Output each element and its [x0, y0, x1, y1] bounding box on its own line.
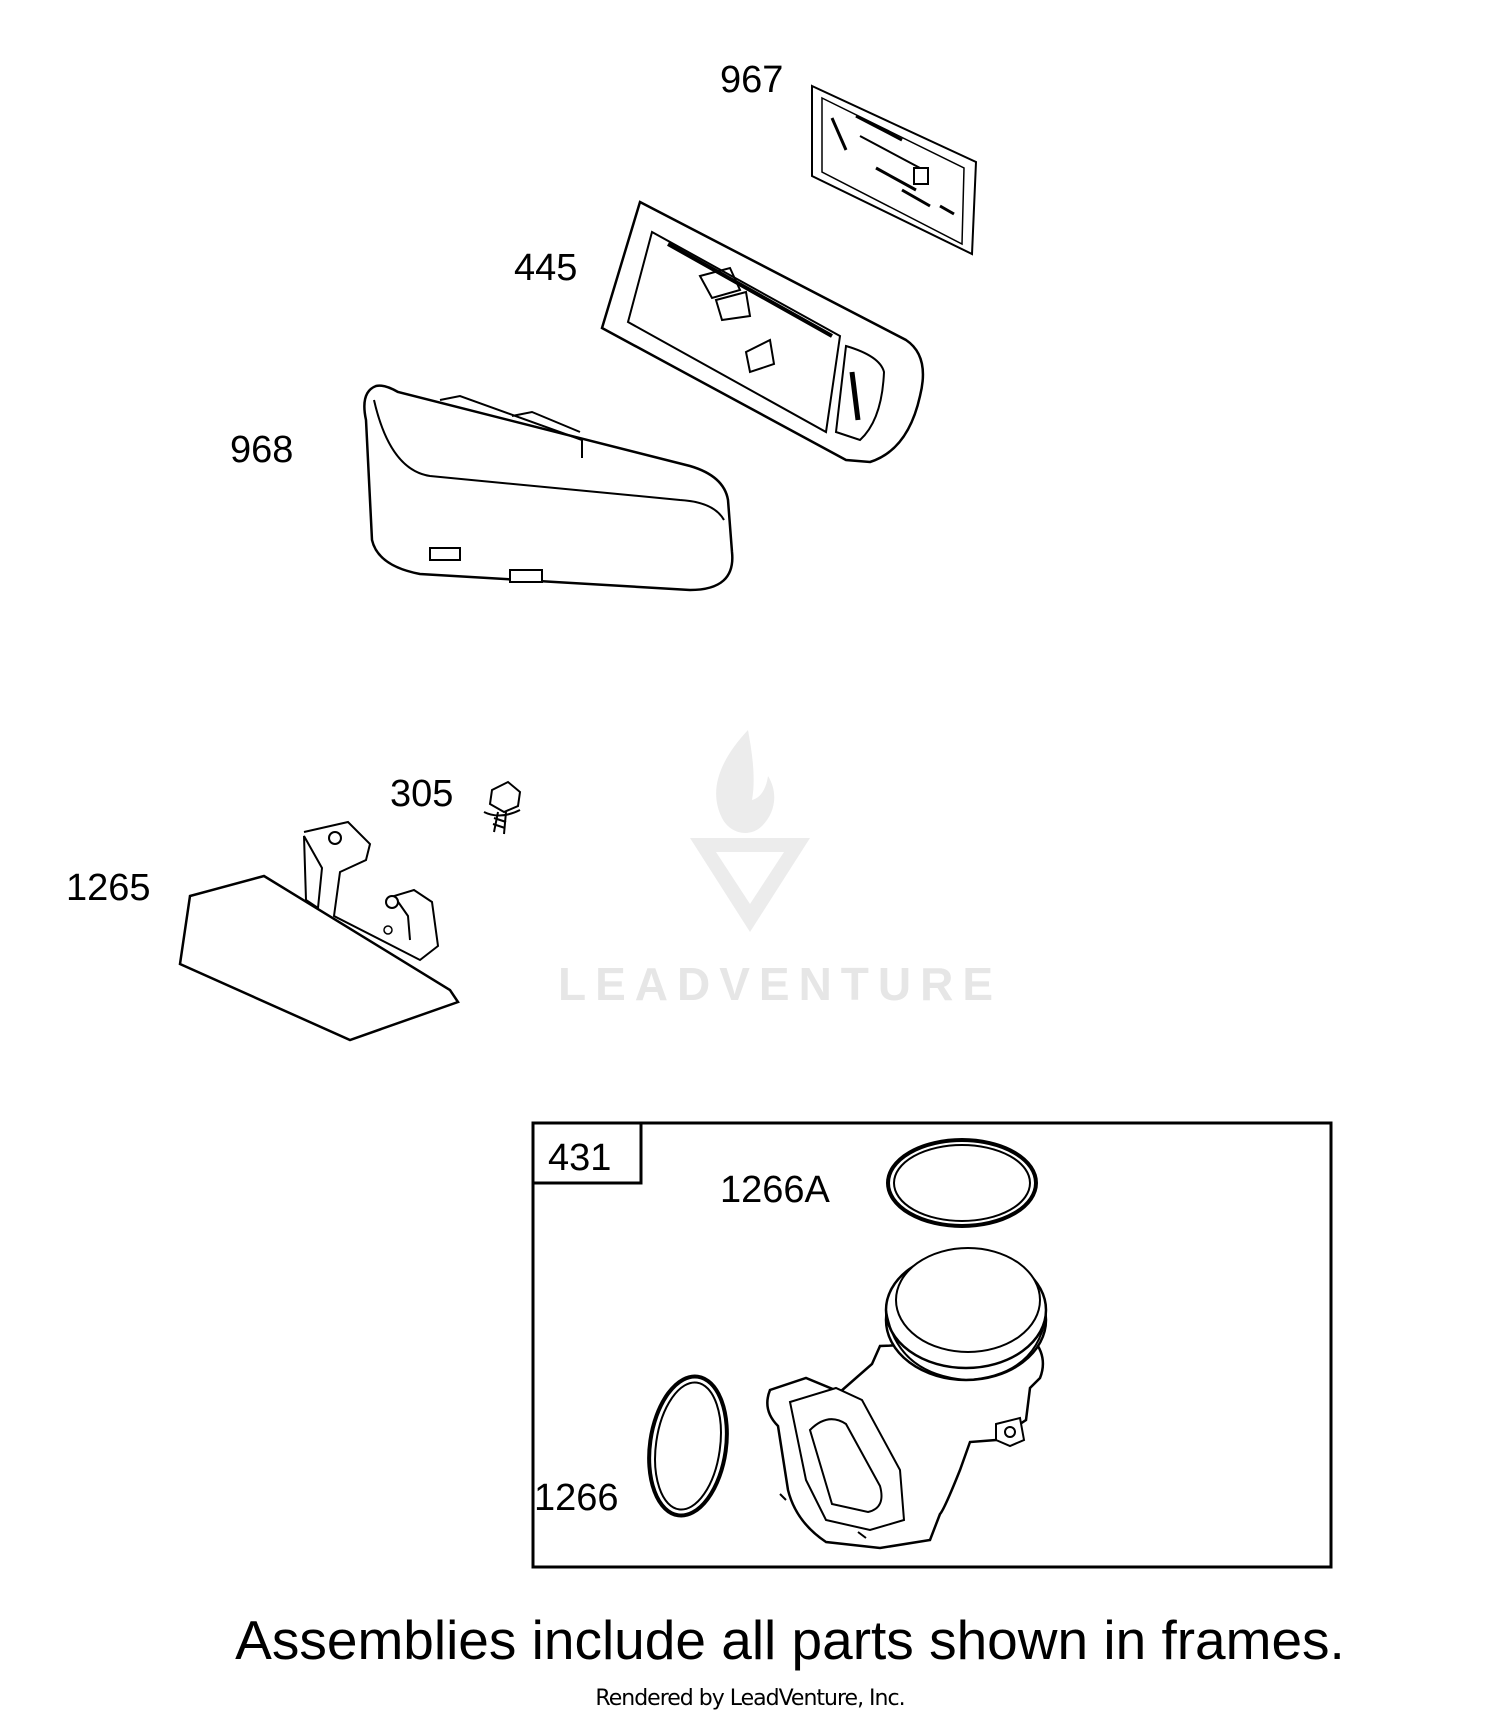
callout-968: 968 [230, 429, 293, 471]
callout-445: 445 [514, 247, 577, 289]
callout-967: 967 [720, 59, 783, 101]
intake-elbow[interactable] [766, 1247, 1048, 1550]
part-968-cover[interactable] [363, 384, 734, 592]
assembly-note: Assemblies include all parts shown in fr… [235, 1609, 1345, 1671]
part-305-screw[interactable] [483, 780, 522, 835]
rendered-by-credit: Rendered by LeadVenture, Inc. [595, 1686, 905, 1711]
part-1266A-o-ring[interactable] [886, 1138, 1038, 1228]
callout-1266: 1266 [534, 1477, 619, 1519]
watermark-flame-icon [716, 730, 775, 833]
callout-1266A: 1266A [720, 1169, 831, 1211]
watermark-v-icon [690, 838, 810, 932]
assembly-431-frame[interactable] [531, 1121, 1333, 1569]
leadventure-watermark: LEADVENTURE [558, 730, 1002, 1010]
part-1265-bracket[interactable] [178, 820, 460, 1042]
part-967-decal[interactable] [811, 84, 978, 256]
callout-431: 431 [548, 1137, 611, 1179]
part-445-faceplate[interactable] [600, 200, 925, 464]
watermark-text: LEADVENTURE [558, 958, 1002, 1010]
part-1266-o-ring[interactable] [641, 1371, 736, 1520]
callout-1265: 1265 [66, 867, 151, 909]
callout-305: 305 [390, 773, 453, 815]
